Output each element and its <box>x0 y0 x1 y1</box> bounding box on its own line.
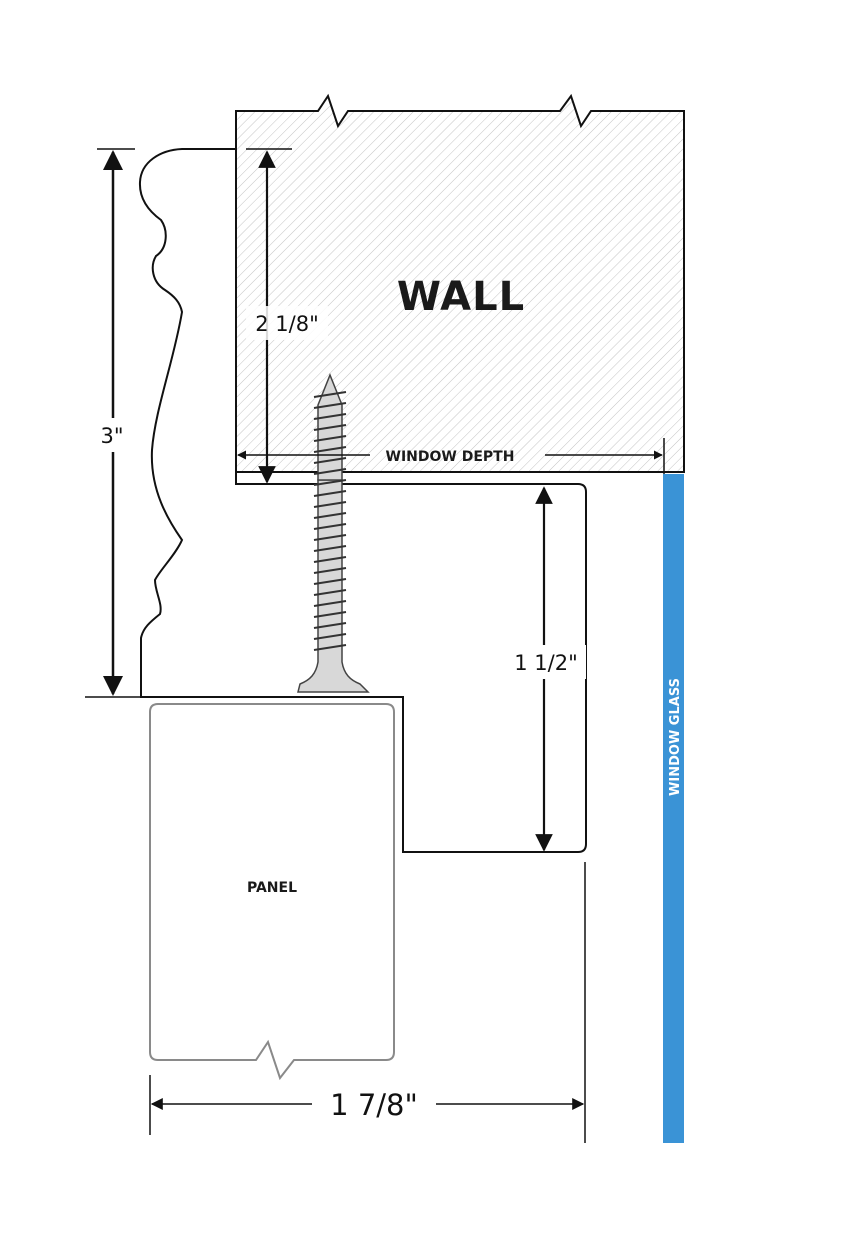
dim-wall-to-bracket-label: 2 1/8" <box>255 312 319 336</box>
screw-thread <box>313 457 347 464</box>
dim-total-width: 1 7/8" <box>149 862 586 1143</box>
window-depth-label: WINDOW DEPTH <box>386 449 515 465</box>
dim-molding-height: 3" <box>85 148 140 698</box>
dim-wall-to-bracket: 2 1/8" <box>246 148 328 484</box>
window-glass-label: WINDOW GLASS <box>668 678 683 796</box>
screw-thread <box>313 424 347 431</box>
screw-thread <box>313 578 347 585</box>
screw-thread <box>313 534 347 541</box>
screw-thread <box>313 501 347 508</box>
screw-thread <box>313 490 347 497</box>
crown-molding <box>138 148 236 698</box>
screw-thread <box>313 589 347 596</box>
screw-thread <box>313 567 347 574</box>
panel <box>149 703 395 1081</box>
screw-thread <box>313 556 347 563</box>
screw-thread <box>313 446 347 453</box>
screw-thread <box>313 633 347 640</box>
screw-thread <box>313 391 347 398</box>
window-glass-bar <box>663 474 684 1143</box>
panel-label: PANEL <box>247 880 297 896</box>
screw-thread <box>313 479 347 486</box>
screw-thread <box>313 644 347 651</box>
screw-thread <box>313 413 347 420</box>
screw-thread <box>313 468 347 475</box>
screw-thread <box>313 545 347 552</box>
screw-thread <box>313 435 347 442</box>
wall-block <box>235 93 685 473</box>
wall-label: WALL <box>397 274 525 320</box>
screw-thread <box>313 402 347 409</box>
screw-icon <box>297 372 370 693</box>
screw-thread <box>313 523 347 530</box>
dim-window-depth: WINDOW DEPTH <box>237 438 665 474</box>
screw-thread <box>313 600 347 607</box>
screw-thread <box>313 512 347 519</box>
mounting-bracket <box>235 472 587 853</box>
screw-thread <box>313 611 347 618</box>
screw-thread <box>313 622 347 629</box>
dim-total-width-label: 1 7/8" <box>330 1088 418 1122</box>
dim-bracket-drop: 1 1/2" <box>506 486 586 852</box>
dim-bracket-drop-label: 1 1/2" <box>514 651 578 675</box>
dim-molding-height-label: 3" <box>100 424 123 448</box>
